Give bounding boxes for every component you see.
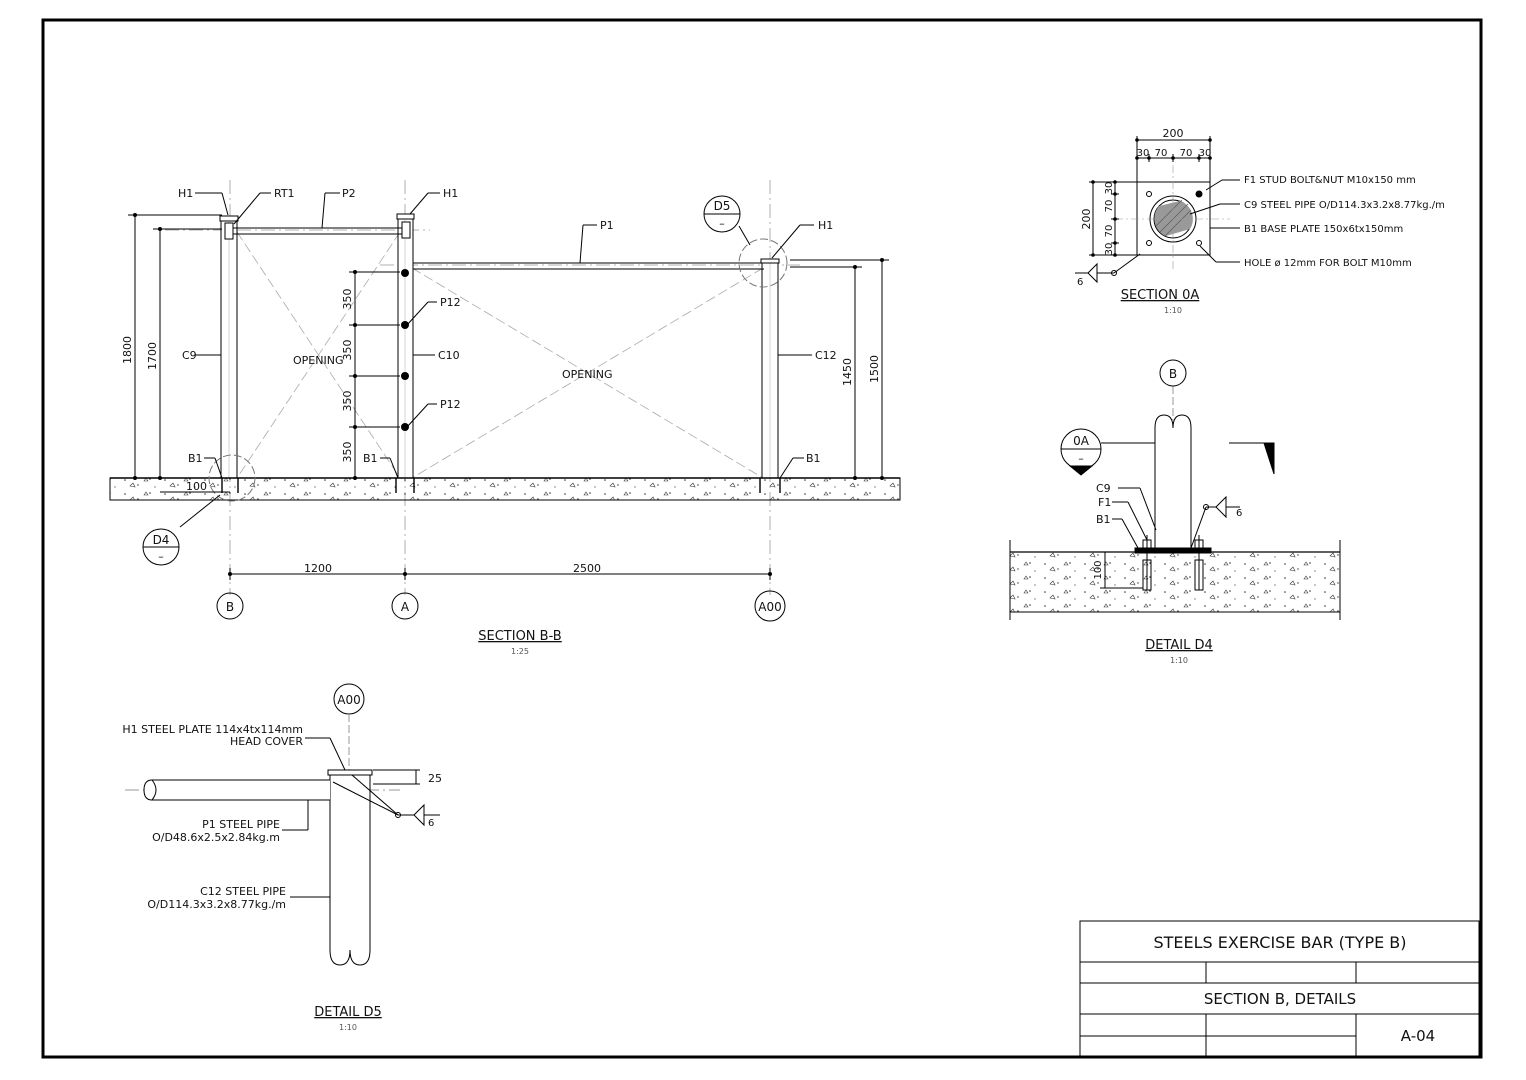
dim-1200: 1200 xyxy=(304,562,332,575)
grid-a00: A00 xyxy=(758,600,781,614)
dim-0a-70-a: 70 xyxy=(1155,148,1168,159)
dim-0a-30-a: 30 xyxy=(1137,148,1150,159)
sheet-border xyxy=(41,18,1483,1059)
detail-d4-scale: 1:10 xyxy=(1170,656,1188,665)
title-block xyxy=(1079,920,1480,1057)
d4-label-b1: B1 xyxy=(1096,513,1111,526)
dim-0a-200-top: 200 xyxy=(1163,127,1184,140)
dim-0a-h70-a: 70 xyxy=(1104,200,1115,213)
label-h1-mid: H1 xyxy=(443,187,458,200)
dim-350-b: 350 xyxy=(341,340,354,361)
dim-350-d: 350 xyxy=(341,442,354,463)
dim-100: 100 xyxy=(186,480,207,493)
dim-350-a: 350 xyxy=(341,289,354,310)
grid-b: B xyxy=(226,600,234,614)
project-title: STEELS EXERCISE BAR (TYPE B) xyxy=(1153,933,1406,952)
d5-weld: 6 xyxy=(428,818,434,829)
d4-weld: 6 xyxy=(1236,508,1242,519)
section-0a-title: SECTION 0A xyxy=(1121,288,1200,303)
label-b1-left: B1 xyxy=(188,452,203,465)
d4-dim-100: 100 xyxy=(1093,560,1104,579)
title-block-text: STEELS EXERCISE BAR (TYPE B) SECTION B, … xyxy=(1153,933,1435,1045)
tag-d4: D4 xyxy=(153,533,170,547)
dim-1450: 1450 xyxy=(841,358,854,386)
sheet-number: A-04 xyxy=(1401,1027,1435,1045)
d5-note-h1-line2: HEAD COVER xyxy=(230,735,303,748)
d4-grid-b: B xyxy=(1169,367,1177,381)
grid-a: A xyxy=(401,600,410,614)
dim-0a-70-b: 70 xyxy=(1180,148,1193,159)
section-0a-scale: 1:10 xyxy=(1164,306,1182,315)
detail-d5-labels: A00 H1 STEEL PLATE 114x4tx114mm HEAD COV… xyxy=(122,693,442,1032)
label-opening-left: OPENING xyxy=(293,354,343,367)
dim-0a-30-b: 30 xyxy=(1199,148,1212,159)
label-b1-right: B1 xyxy=(806,452,821,465)
note-0a-c9: C9 STEEL PIPE O/D114.3x3.2x8.77kg./m xyxy=(1244,200,1445,211)
d4-label-c9: C9 xyxy=(1096,482,1111,495)
dim-0a-h30-a: 30 xyxy=(1104,182,1115,195)
detail-d5-scale: 1:10 xyxy=(339,1023,357,1032)
section-bb-scale: 1:25 xyxy=(511,647,529,656)
tag-d4-sub: – xyxy=(158,550,164,563)
dim-1700: 1700 xyxy=(146,342,159,370)
weld-0a: 6 xyxy=(1077,277,1083,288)
d5-note-p1-line2: O/D48.6x2.5x2.84kg.m xyxy=(152,831,280,844)
note-0a-hole: HOLE ø 12mm FOR BOLT M10mm xyxy=(1244,258,1412,269)
dim-2500: 2500 xyxy=(573,562,601,575)
label-p12-a: P12 xyxy=(440,296,461,309)
label-p2: P2 xyxy=(342,187,356,200)
tag-d5-sub: – xyxy=(719,217,725,230)
label-p1: P1 xyxy=(600,219,614,232)
detail-d5-title: DETAIL D5 xyxy=(314,1005,382,1020)
d5-dim-25: 25 xyxy=(428,772,442,785)
d5-note-p1-line1: P1 STEEL PIPE xyxy=(202,818,280,831)
sheet-title: SECTION B, DETAILS xyxy=(1204,990,1356,1008)
label-c10: C10 xyxy=(438,349,460,362)
dim-1800: 1800 xyxy=(121,336,134,364)
label-c12: C12 xyxy=(815,349,837,362)
label-b1-mid: B1 xyxy=(363,452,378,465)
label-rt1: RT1 xyxy=(274,187,295,200)
label-opening-right: OPENING xyxy=(562,368,612,381)
detail-d4 xyxy=(1009,359,1341,620)
detail-d5 xyxy=(125,683,440,966)
section-bb-title: SECTION B-B xyxy=(478,629,561,644)
label-p12-b: P12 xyxy=(440,398,461,411)
section-0a-labels: 200 30 70 70 30 200 30 70 70 30 F1 STUD … xyxy=(1077,127,1445,315)
dim-350-c: 350 xyxy=(341,391,354,412)
d4-tag-0a: 0A xyxy=(1073,434,1090,448)
d5-note-c12-line1: C12 STEEL PIPE xyxy=(200,885,286,898)
label-h1-left: H1 xyxy=(178,187,193,200)
d4-tag-sub: – xyxy=(1078,452,1084,465)
section-bb-labels: H1 RT1 P2 H1 P1 H1 D5 – C9 C10 C12 P12 P… xyxy=(121,187,881,656)
note-0a-b1: B1 BASE PLATE 150x6tx150mm xyxy=(1244,224,1403,235)
section-bb xyxy=(109,180,901,622)
label-c9: C9 xyxy=(182,349,197,362)
detail-d4-labels: B 0A – C9 F1 B1 100 6 DETAIL D4 1:10 xyxy=(1073,367,1242,665)
dim-0a-200-left: 200 xyxy=(1080,209,1093,230)
section-0a xyxy=(1075,136,1240,284)
d5-note-h1-line1: H1 STEEL PLATE 114x4tx114mm xyxy=(122,723,303,736)
detail-d4-title: DETAIL D4 xyxy=(1145,638,1213,653)
section-bb-dim-ticks xyxy=(133,213,884,576)
d5-note-c12-line2: O/D114.3x3.2x8.77kg./m xyxy=(147,898,286,911)
dim-1500: 1500 xyxy=(868,355,881,383)
dim-0a-h30-b: 30 xyxy=(1104,243,1115,256)
dim-0a-h70-b: 70 xyxy=(1104,225,1115,238)
d5-grid-a00: A00 xyxy=(337,693,360,707)
tag-d5: D5 xyxy=(714,199,731,213)
label-h1-right: H1 xyxy=(818,219,833,232)
note-0a-f1: F1 STUD BOLT&NUT M10x150 mm xyxy=(1244,175,1416,186)
section-0a-ticks xyxy=(1091,138,1212,257)
d4-label-f1: F1 xyxy=(1098,496,1111,509)
